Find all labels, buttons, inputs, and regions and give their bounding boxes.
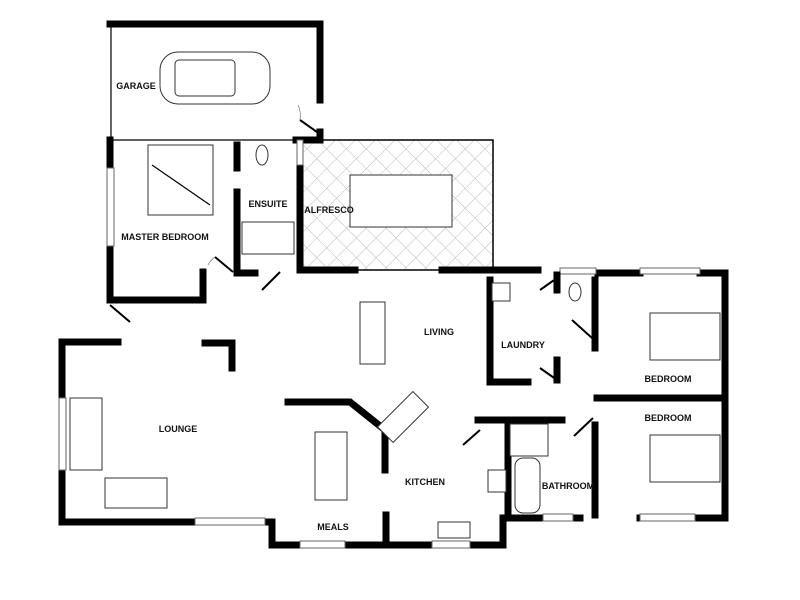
room-label-bedroom: BEDROOM <box>645 374 692 384</box>
bed-icon <box>649 434 721 483</box>
room-label-living: LIVING <box>424 327 454 337</box>
room-label-master-bedroom: MASTER BEDROOM <box>121 232 209 242</box>
room-label-meals: MEALS <box>317 522 349 532</box>
room-label-alfresco: ALFRESCO <box>304 205 354 215</box>
walls <box>58 20 729 549</box>
room-label-bathroom: BATHROOM <box>542 481 594 491</box>
alfresco-table <box>349 174 453 228</box>
room-label-laundry: LAUNDRY <box>501 340 545 350</box>
room-label-ensuite: ENSUITE <box>248 199 287 209</box>
dining-table <box>314 431 348 501</box>
bed-icon <box>147 144 214 216</box>
furniture <box>69 51 721 539</box>
laundry-tub-icon <box>491 282 511 302</box>
room-label-kitchen: KITCHEN <box>405 477 445 487</box>
sofa-icon <box>69 397 103 471</box>
room-label-bedroom: BEDROOM <box>645 413 692 423</box>
bed-icon <box>649 312 721 361</box>
toilet-icon <box>255 144 269 166</box>
sofa-icon <box>359 301 386 365</box>
room-label-garage: GARAGE <box>116 81 156 91</box>
doors <box>109 104 594 446</box>
room-label-lounge: LOUNGE <box>159 424 198 434</box>
stove-icon <box>487 469 507 493</box>
bath-icon <box>514 457 541 514</box>
sink-icon <box>437 521 471 539</box>
sofa-icon <box>104 477 168 509</box>
basin-icon <box>509 423 549 457</box>
kitchen-bench <box>376 390 430 444</box>
shower-icon <box>241 221 295 255</box>
toilet-icon <box>568 282 582 302</box>
